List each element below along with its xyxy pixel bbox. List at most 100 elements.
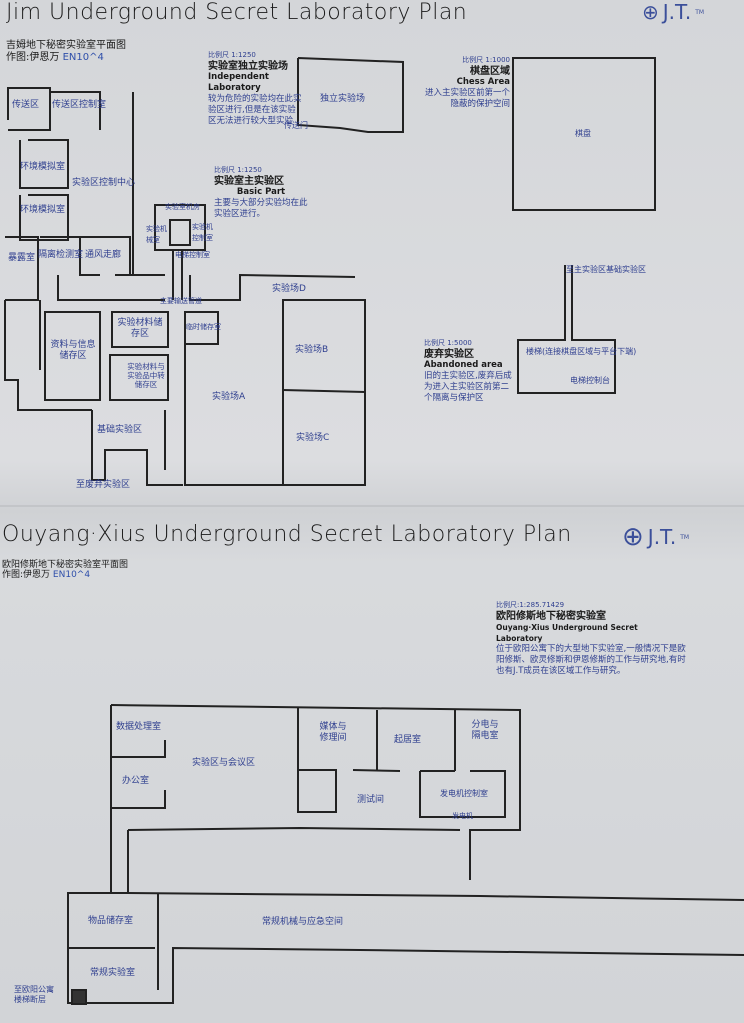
wall (419, 770, 506, 818)
room-label: 环境模拟室 (20, 162, 66, 172)
room-label: 电梯控制室 (175, 251, 210, 259)
note-title-en: Basic Part (236, 187, 286, 197)
room-label: 传送区控制室 (52, 100, 107, 110)
room-label: 物品储存室 (88, 916, 134, 926)
room-label: 楼梯(连接棋盘区域与平台下端) (526, 347, 637, 356)
wall (154, 204, 206, 251)
wall (19, 139, 69, 189)
room-label: 实验区与会议区 (192, 758, 256, 768)
wall (109, 354, 169, 401)
room-label: 发电机控制室 (440, 789, 488, 798)
room-label: 媒体与修理间 (319, 722, 347, 743)
wall (297, 57, 404, 133)
target-icon: ⊕ (622, 522, 644, 552)
wall (169, 219, 191, 246)
wall (512, 57, 656, 211)
note-desc: 旧的主实验区,废弃后成为进入主实验区前第二个隔离与保护区 (424, 371, 512, 403)
room-label: 通风走廊 (85, 250, 122, 260)
room-label: 至主实验区基础实验区 (566, 265, 646, 274)
jt-logo: ⊕ J.T. TM (622, 522, 689, 552)
staircase-icon (71, 989, 87, 1005)
author-label: 作图:伊恩万 (6, 52, 60, 63)
note-chess: 比例尺 1:1000 棋盘区域 Chess Area 进入主实验区前第一个隐蔽的… (422, 55, 510, 110)
room-label: 实验场D (272, 284, 306, 294)
room-label: 临时储存室 (186, 323, 221, 331)
note-title-en: Ouyang·Xius Underground Secret Laborator… (496, 623, 638, 643)
wall (44, 311, 101, 401)
room-label: 实验材料储存区 (117, 318, 163, 339)
note-desc: 位于欧阳公寓下的大型地下实验室,一般情况下是欧阳修斯、欧灵修斯和伊恩修斯的工作与… (496, 644, 686, 676)
note-scale: 比例尺 1:5000 (424, 339, 472, 347)
note-ouyang: 比例尺:1:285.71429 欧阳修斯地下秘密实验室 Ouyang·Xius … (496, 600, 686, 677)
note-title-en: Chess Area (456, 77, 510, 87)
bottom-plan-subtitle: 欧阳修斯地下秘密实验室平面图 作图:伊恩万 EN10^4 (2, 560, 128, 580)
wall (517, 265, 616, 394)
wall (297, 769, 337, 813)
wall (67, 830, 744, 1004)
room-label: 常规实验室 (90, 968, 136, 978)
wall (4, 300, 92, 411)
room-label: 分电与隔电室 (471, 720, 499, 741)
author-label: 作图:伊恩万 (2, 570, 51, 580)
top-plan-title: Jim Underground Secret Laboratory Plan (6, 0, 468, 25)
top-plan-subtitle-cn: 吉姆地下秘密实验室平面图 (6, 40, 126, 51)
room-label: 实验场B (295, 345, 329, 355)
room-label: 实验材料与实验品中转储存区 (127, 362, 165, 389)
wall (184, 299, 366, 486)
room-label: 常规机械与应急空间 (262, 917, 344, 927)
wall (110, 704, 521, 880)
room-label: 暴露室 (8, 253, 36, 263)
note-desc: 主要与大部分实验均在此实验区进行。 (214, 198, 308, 219)
note-abandoned: 比例尺 1:5000 废弃实验区 Abandoned area 旧的主实验区,废… (424, 338, 516, 404)
logo-text: J.T. (647, 525, 677, 549)
room-label: 独立实验场 (320, 94, 366, 104)
note-scale: 比例尺 1:1000 (462, 56, 510, 64)
note-title-en: Independent Laboratory (208, 72, 269, 93)
room-label: 实验场A (212, 392, 246, 402)
room-label: 基础实验区 (97, 425, 143, 435)
note-desc: 进入主实验区前第一个隐蔽的保护空间 (424, 88, 510, 109)
paper-fold (0, 505, 744, 507)
wall (57, 275, 165, 301)
room-label: 实验室机房 (165, 203, 200, 211)
room-label: 棋盘 (575, 129, 591, 138)
wall (91, 410, 183, 486)
wall (111, 790, 166, 809)
room-label: 起居室 (394, 735, 422, 745)
note-basic: 比例尺 1:1250 实验室主实验区 Basic Part 主要与大部分实验均在… (214, 165, 308, 220)
bottom-plan-title: Ouyang·Xius Underground Secret Laborator… (2, 522, 572, 547)
note-title-cn: 实验室主实验区 (214, 176, 284, 187)
top-plan-subtitle: 吉姆地下秘密实验室平面图 作图:伊恩万 EN10^4 (6, 40, 126, 64)
note-title-cn: 欧阳修斯地下秘密实验室 (496, 611, 606, 622)
logo-tm: TM (695, 8, 705, 16)
room-label: 实验场C (296, 433, 330, 443)
note-title-cn: 棋盘区域 (470, 66, 510, 77)
room-label: 传送门 (284, 121, 308, 130)
room-label: 环境模拟室 (20, 205, 66, 215)
room-label: 实验机械室 (146, 225, 167, 244)
room-label: 资料与信息储存区 (50, 340, 96, 361)
room-label: 办公室 (122, 776, 150, 786)
note-title-cn: 实验室独立实验场 (208, 61, 288, 72)
room-label: 数据处理室 (116, 722, 162, 732)
wall (127, 892, 744, 901)
wall (111, 740, 166, 758)
room-label: 电梯控制台 (570, 376, 610, 385)
room-label: 至废弃实验区 (76, 480, 131, 490)
wall (19, 194, 69, 241)
note-desc: 较为危险的实验均在此实验区进行,但是在该实验区无法进行较大型实验 (208, 94, 302, 126)
wall (7, 87, 51, 131)
note-independent: 比例尺 1:1250 实验室独立实验场 Independent Laborato… (208, 50, 302, 127)
logo-text: J.T. (662, 0, 692, 24)
note-scale: 比例尺:1:285.71429 (496, 601, 565, 609)
note-scale: 比例尺 1:1250 (214, 166, 262, 174)
wall (5, 236, 39, 301)
wall (282, 389, 366, 393)
room-label: 隔离检测室 (38, 250, 84, 260)
note-scale: 比例尺 1:1250 (208, 51, 256, 59)
note-title-cn: 废弃实验区 (424, 349, 474, 360)
wall (80, 236, 131, 275)
room-label: 测试间 (357, 795, 385, 805)
wall (352, 769, 401, 772)
wall (50, 91, 101, 130)
